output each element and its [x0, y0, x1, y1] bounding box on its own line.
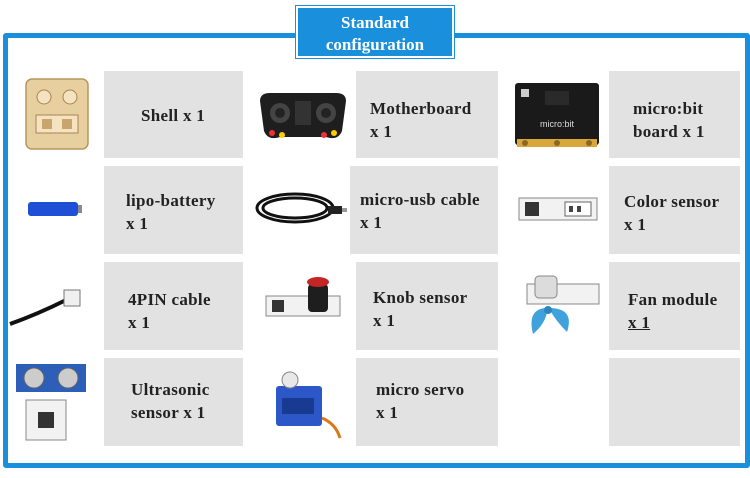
item-microbit: micro:bit micro:bit board x 1	[505, 71, 740, 158]
item-label-line-1: micro:bit	[633, 99, 704, 118]
item-knob-sensor: Knob sensor x 1	[250, 262, 498, 350]
item-label-line-2: x 1	[376, 403, 399, 422]
item-ultrasonic-sensor: Ultrasonic sensor x 1	[8, 358, 243, 446]
svg-text:micro:bit: micro:bit	[540, 119, 575, 129]
micro-usb-cable-icon	[250, 166, 350, 254]
item-label-line-1: lipo-battery	[126, 191, 216, 210]
motherboard-icon	[250, 71, 356, 158]
4pin-cable-icon	[8, 262, 104, 350]
shell-icon	[8, 71, 104, 158]
item-label-line-1: 4PIN cable	[128, 290, 211, 309]
title-line-1: Standard	[340, 13, 410, 32]
item-label-line-2: x 1	[370, 122, 393, 141]
title-line-2: configuration	[325, 35, 425, 54]
knob-sensor-icon	[250, 262, 356, 350]
item-label-line-2: x 1	[624, 215, 647, 234]
item-label-line-2: x 1	[360, 213, 383, 232]
item-label-line-1: Ultrasonic	[131, 380, 210, 399]
item-label-line-2: x 1	[128, 313, 151, 332]
item-label-line-2: x 1	[126, 214, 149, 233]
item-label-line-1: micro servo	[376, 380, 465, 399]
item-label-line-1: micro-usb cable	[360, 190, 480, 209]
item-fan-module: Fan module x 1	[505, 262, 740, 350]
fan-module-icon	[505, 262, 609, 350]
item-lipo-battery: lipo-battery x 1	[8, 166, 243, 254]
item-label-line-1: Fan module	[628, 290, 718, 309]
micro-servo-icon	[250, 358, 356, 446]
item-label-line-2: board x 1	[633, 122, 705, 141]
item-micro-usb-cable: micro-usb cable x 1	[250, 166, 498, 254]
lipo-battery-icon	[8, 166, 104, 254]
item-label-line-1: Motherboard	[370, 99, 472, 118]
item-color-sensor: Color sensor x 1	[505, 166, 740, 254]
color-sensor-icon	[505, 166, 609, 254]
item-shell: Shell x 1	[8, 71, 243, 158]
item-motherboard: Motherboard x 1	[250, 71, 498, 158]
item-label-line-2: sensor x 1	[131, 403, 206, 422]
empty-thumb	[505, 358, 609, 446]
item-micro-servo: micro servo x 1	[250, 358, 498, 446]
item-4pin-cable: 4PIN cable x 1	[8, 262, 243, 350]
microbit-board-icon: micro:bit	[505, 71, 609, 158]
item-label-line-1: Knob sensor	[373, 288, 468, 307]
item-label-line-2: x 1	[628, 313, 651, 332]
item-empty	[505, 358, 740, 446]
ultrasonic-sensor-icon	[8, 358, 104, 446]
title-tab: Standard configuration	[296, 6, 454, 58]
item-label-line-1: Color sensor	[624, 192, 720, 211]
item-label-line-2: x 1	[373, 311, 396, 330]
item-label-line-1: Shell x 1	[141, 106, 206, 125]
